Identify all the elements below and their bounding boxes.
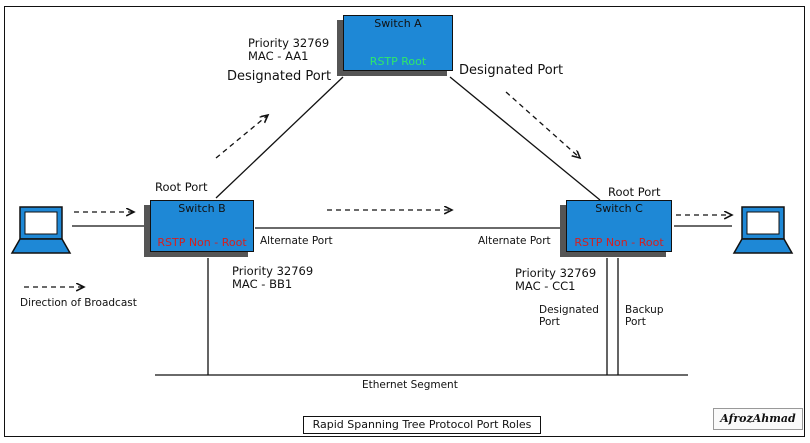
switch-b-mac: MAC - BB1 (232, 277, 293, 291)
switch-c-name: Switch C (595, 202, 643, 215)
broadcast-arrow-up-left (215, 115, 268, 159)
switch-c-priority: Priority 32769 (515, 266, 597, 280)
legend-label: Direction of Broadcast (20, 297, 137, 309)
switch-b-name: Switch B (178, 202, 226, 215)
switch-a-mac: MAC - AA1 (248, 49, 309, 63)
port-label-c-backup-1: Backup (625, 304, 664, 316)
laptop-icon (732, 206, 794, 254)
laptop-icon (10, 206, 72, 254)
port-label-c-alternate: Alternate Port (478, 235, 551, 247)
switch-b: Switch B RSTP Non - Root (150, 200, 254, 252)
switch-a-name: Switch A (374, 17, 422, 30)
switch-c: Switch C RSTP Non - Root (566, 200, 672, 252)
switch-b-role: RSTP Non - Root (157, 236, 247, 249)
switch-c-mac: MAC - CC1 (515, 279, 576, 293)
switch-a: Switch A RSTP Root (343, 15, 453, 71)
port-label-c-backup-2: Port (625, 316, 646, 328)
switch-a-priority: Priority 32769 (248, 36, 330, 50)
broadcast-arrow-down-right (505, 91, 580, 158)
port-label-a-right: Designated Port (459, 63, 564, 78)
switch-c-role: RSTP Non - Root (574, 236, 664, 249)
link-a-c (449, 76, 601, 201)
diagram-title: Rapid Spanning Tree Protocol Port Roles (303, 416, 541, 434)
diagram-frame (4, 6, 805, 437)
port-label-a-left: Designated Port (227, 69, 332, 84)
port-label-c-root: Root Port (608, 185, 661, 199)
switch-b-priority: Priority 32769 (232, 264, 314, 278)
port-label-b-root: Root Port (155, 180, 208, 194)
switch-a-role: RSTP Root (369, 55, 427, 68)
port-label-c-designated-2: Port (539, 316, 560, 328)
link-a-b (215, 76, 344, 199)
logo: AfrozAhmad (713, 408, 803, 430)
port-label-b-alternate: Alternate Port (260, 235, 333, 247)
port-label-c-designated-1: Designated (539, 304, 599, 316)
ethernet-segment-label: Ethernet Segment (362, 379, 458, 391)
